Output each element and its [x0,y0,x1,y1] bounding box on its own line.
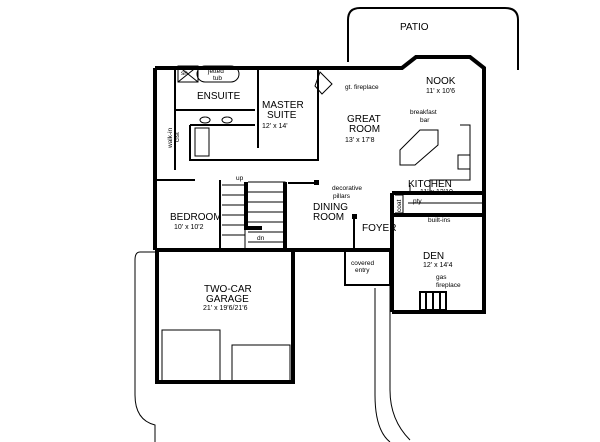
breakfast-bar-label-2: bar [420,117,430,124]
room-size-nook: 11' x 10'6 [426,88,455,95]
room-label-master-suite-2: SUITE [267,110,297,121]
walkway-outline-2 [374,288,391,442]
walkway-outline [389,285,411,441]
room-label-ensuite: ENSUITE [197,91,241,102]
room-size-den: 12' x 14'4 [423,262,453,269]
tub [194,127,210,157]
room-label-master-suite: MASTER [262,100,304,111]
room-label-den: DEN [423,251,444,262]
kitchen-counters [408,124,484,204]
room-label-dining-room-2: ROOM [313,212,344,223]
walk-in-closet-label: walk-in [167,127,174,149]
patio-outline [347,7,519,70]
room-label-nook: NOOK [426,76,456,87]
room-size-great-room: 13' x 17'8 [345,137,375,144]
bedroom-walls [155,179,221,250]
room-label-garage: TWO-CAR [204,284,252,295]
room-label-garage-2: GARAGE [206,294,249,305]
ensuite-walls [174,68,258,170]
driveway-outline [134,251,156,442]
breakfast-bar [399,129,439,166]
shower-box [177,65,199,83]
room-label-dining-room: DINING [313,202,348,213]
covered-entry-label-2: entry [355,267,370,274]
jetted-tub-label-2: tub [213,75,222,82]
garage-door [161,329,221,383]
stairs [222,181,286,250]
covered-entry-label: covered [351,260,375,267]
exterior-wall [155,55,486,314]
room-size-garage: 21' x 19'6/21'6 [203,305,248,312]
built-ins-label: built-ins [428,217,451,224]
room-label-great-room-2: ROOM [349,124,380,135]
shower-label: sh [181,70,188,77]
master-suite-walls [257,68,319,161]
gt-fireplace-label: gt. fireplace [345,84,379,91]
pillar [352,214,357,219]
room-label-bedroom: BEDROOM [170,212,222,223]
room-label-foyer: FOYER [362,223,396,234]
pillar [314,180,319,185]
stairs-up-label: up [236,175,244,182]
pantry-label: pty [413,198,422,205]
room-label-great-room: GREAT [347,114,381,125]
jetted-tub-label: jetted [207,68,224,75]
decorative-pillars-label-2: pillars [333,193,351,200]
closet-walls [390,191,484,215]
stair-walls [244,182,287,250]
garage-walls [155,248,390,384]
gas-fireplace-label-2: fireplace [436,282,461,289]
range [457,154,471,170]
gas-fireplace-label: gas [436,274,447,281]
coat-closet-label: coat [396,200,403,212]
room-label-patio: PATIO [400,22,429,33]
room-size-kitchen: 11' x 12'10 [420,189,453,196]
coat-closet [395,194,404,214]
walk-in-closet-label-2: clst [174,132,181,142]
room-size-bedroom: 10' x 10'2 [174,224,204,231]
garage-door [231,344,291,383]
room-size-master-suite: 12' x 14' [262,123,288,130]
breakfast-bar-label: breakfast [410,109,437,116]
vanity-sinks [199,116,233,124]
stairs-down-label: dn [257,235,265,242]
fireplace-great-room [314,71,333,95]
den-fireplace [419,291,447,311]
den-walls [390,213,484,312]
room-label-kitchen: KITCHEN [408,179,452,190]
decorative-pillars-label: decorative [332,185,362,192]
